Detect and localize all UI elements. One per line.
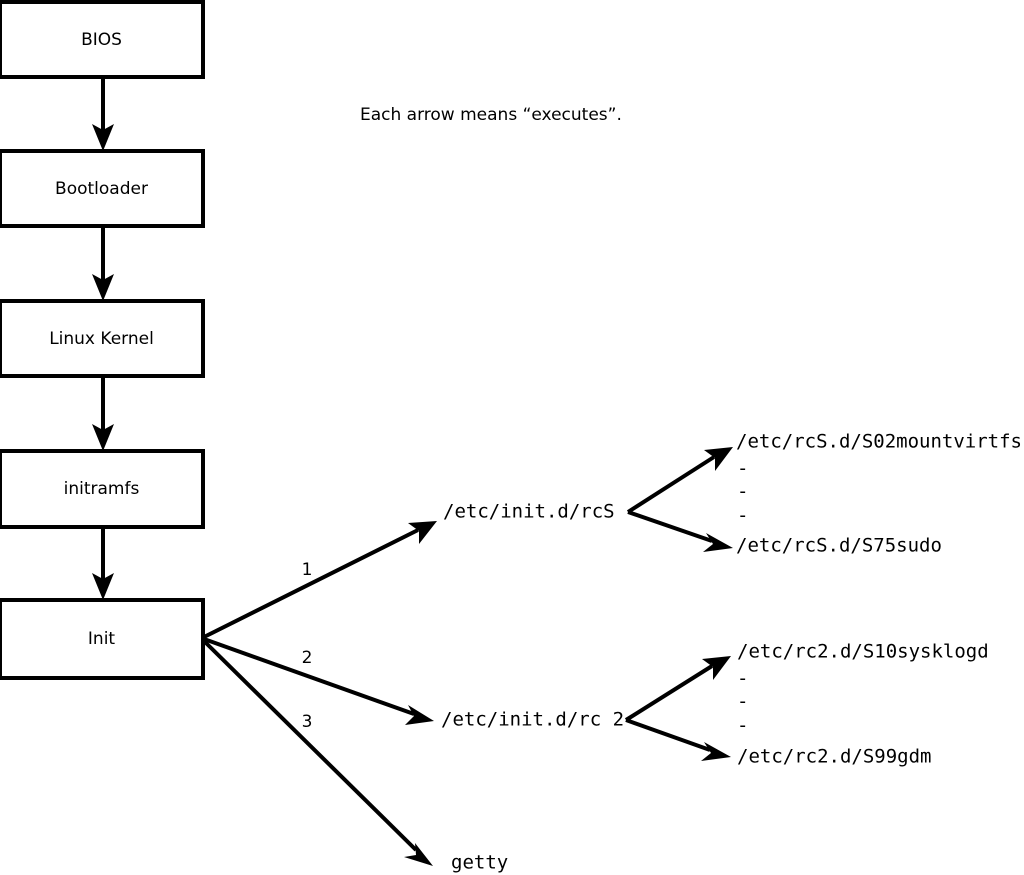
rcs-ellipsis-dash-3: -	[737, 505, 748, 527]
arrow-rcs-to-last	[627, 510, 733, 552]
rcs-ellipsis-dash-1: -	[737, 458, 748, 480]
bootloader-box-label: Bootloader	[55, 179, 148, 199]
arrow-kernel-to-initramfs	[92, 376, 114, 451]
linux-kernel-box-label: Linux Kernel	[49, 329, 154, 349]
branch-3-number: 3	[302, 712, 313, 732]
rc2-first-script[interactable]: /etc/rc2.d/S10sysklogd	[737, 641, 989, 663]
rcs-last-script[interactable]: /etc/rcS.d/S75sudo	[736, 535, 942, 557]
script-label-rc2[interactable]: /etc/init.d/rc 2	[441, 709, 624, 731]
rc2-ellipsis-dash-3: -	[737, 715, 748, 737]
arrowhead-rc2-to-first	[702, 656, 731, 680]
arrowhead-rc2-to-last	[701, 742, 731, 761]
rc2-ellipsis-dash-1: -	[737, 668, 748, 690]
script-label-rcs[interactable]: /etc/init.d/rcS	[443, 501, 615, 523]
arrow-init-branch-1: 1	[203, 521, 437, 639]
initramfs-box-rect	[0, 449, 205, 529]
arrow-init-branch-2: 2	[203, 637, 434, 725]
arrow-rc2-to-last	[625, 718, 731, 761]
rc2-ellipsis-dash-2: -	[737, 691, 748, 713]
initramfs-box-label: initramfs	[64, 479, 140, 499]
arrow-bios-to-bootloader	[92, 77, 114, 151]
arrowhead-bios-to-bootloader	[92, 124, 114, 151]
arrowhead-rcs-to-last	[703, 533, 733, 552]
arrowhead-init-branch-1	[408, 521, 437, 544]
legend-note: Each arrow means “executes”.	[360, 105, 622, 125]
process-box-linux-kernel[interactable]: Linux Kernel	[0, 299, 205, 378]
arrowhead-init-branch-2	[405, 705, 434, 725]
arrow-rcs-to-first	[626, 447, 733, 514]
arrow-init-branch-3: 3	[202, 639, 433, 866]
process-box-bootloader[interactable]: Bootloader	[0, 149, 205, 228]
process-box-bios[interactable]: BIOS	[0, 0, 205, 79]
arrow-initramfs-to-init	[92, 527, 114, 600]
bootloader-box-rect	[0, 149, 205, 228]
arrow-rc2-to-first	[624, 656, 731, 722]
arrowhead-init-branch-3	[404, 843, 433, 866]
bios-box-label: BIOS	[81, 30, 122, 50]
process-box-init[interactable]: Init	[0, 598, 205, 680]
init-box-label: Init	[88, 629, 116, 649]
rcs-first-script[interactable]: /etc/rcS.d/S02mountvirtfs	[736, 431, 1022, 453]
arrowhead-kernel-to-initramfs	[92, 424, 114, 451]
linux-kernel-box-rect	[0, 299, 205, 378]
branch-1-number: 1	[302, 560, 313, 580]
rcs-ellipsis-dash-2: -	[737, 481, 748, 503]
branch-2-number: 2	[302, 648, 313, 668]
process-box-initramfs[interactable]: initramfs	[0, 449, 205, 529]
bios-box-rect	[0, 0, 205, 79]
rc2-last-script[interactable]: /etc/rc2.d/S99gdm	[737, 746, 931, 768]
arrow-bootloader-to-kernel	[92, 226, 114, 301]
arrowhead-rcs-to-first	[704, 447, 733, 471]
init-box-rect	[0, 598, 205, 680]
script-label-getty[interactable]: getty	[451, 852, 508, 874]
arrowhead-initramfs-to-init	[92, 573, 114, 600]
arrowhead-bootloader-to-kernel	[92, 274, 114, 301]
